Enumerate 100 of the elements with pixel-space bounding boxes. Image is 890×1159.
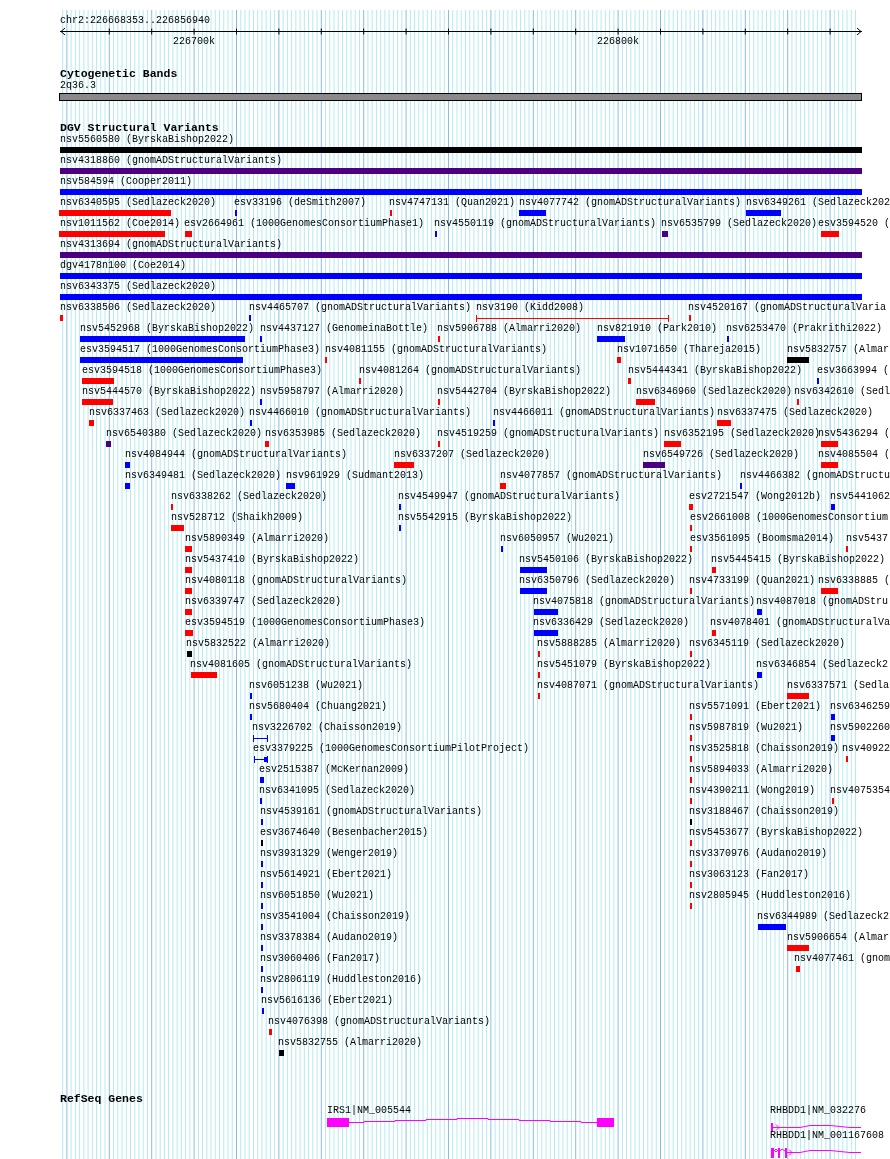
variant-label: nsv4087071 (gnomADStructuralVariants) bbox=[537, 680, 760, 692]
variant-label: nsv4520167 (gnomADStructuralVaria bbox=[688, 302, 887, 314]
gene-label: RHBDD1|NM_001167608 bbox=[770, 1130, 885, 1142]
variant-label: esv2515387 (McKernan2009) bbox=[259, 764, 410, 776]
variant-label: nsv5450106 (ByrskaBishop2022) bbox=[519, 554, 694, 566]
variant-label: nsv4080118 (gnomADStructuralVariants) bbox=[185, 575, 408, 587]
variant-label: nsv4390211 (Wong2019) bbox=[689, 785, 816, 797]
variant-label: nsv6337207 (Sedlazeck2020) bbox=[394, 449, 551, 461]
coordinate-label: chr2:226668353..226856940 bbox=[60, 15, 211, 27]
variant-label: esv3594517 (1000GenomesConsortiumPhase3) bbox=[80, 344, 321, 356]
variant-label: nsv3378384 (Audano2019) bbox=[260, 932, 399, 944]
variant-label: nsv6336429 (Sedlazeck2020) bbox=[533, 617, 690, 629]
variant-label: nsv4313694 (gnomADStructuralVariants) bbox=[60, 239, 283, 251]
variant-label: dgv4178n100 (Coe2014) bbox=[60, 260, 187, 272]
variant-label: esv3594520 ( bbox=[818, 218, 890, 230]
variant-label: esv3561095 (Boomsma2014) bbox=[690, 533, 835, 545]
variant-label: nsv6337571 (Sedla bbox=[787, 680, 890, 692]
variant-label: nsv5614921 (Ebert2021) bbox=[260, 869, 393, 881]
variant-label: nsv5436294 ( bbox=[818, 428, 890, 440]
variant-label: nsv6340595 (Sedlazeck2020) bbox=[60, 197, 217, 209]
variant-label: nsv6345119 (Sedlazeck2020) bbox=[689, 638, 846, 650]
variant-label: nsv4466010 (gnomADStructuralVariants) bbox=[249, 407, 472, 419]
variant-label: esv3663994 ( bbox=[817, 365, 889, 377]
variant-label: nsv5445415 (ByrskaBishop2022) bbox=[711, 554, 886, 566]
variant-label: esv33196 (deSmith2007) bbox=[234, 197, 367, 209]
variant-label: esv3594519 (1000GenomesConsortiumPhase3) bbox=[185, 617, 426, 629]
variant-label: nsv584594 (Cooper2011) bbox=[60, 176, 193, 188]
variant-label: nsv3525818 (Chaisson2019) bbox=[689, 743, 840, 755]
variant-label: nsv4075818 (gnomADStructuralVariants) bbox=[533, 596, 756, 608]
variant-label: nsv4081155 (gnomADStructuralVariants) bbox=[325, 344, 548, 356]
variant-label: nsv528712 (Shaikh2009) bbox=[171, 512, 304, 524]
variant-label: nsv4465707 (gnomADStructuralVariants) bbox=[249, 302, 472, 314]
variant-label: nsv5890349 (Almarri2020) bbox=[185, 533, 330, 545]
variant-label: nsv3931329 (Wenger2019) bbox=[260, 848, 399, 860]
variant-label: nsv821910 (Park2010) bbox=[597, 323, 718, 335]
variant-label: nsv5444570 (ByrskaBishop2022) bbox=[82, 386, 257, 398]
variant-label: nsv5888285 (Almarri2020) bbox=[537, 638, 682, 650]
variant-label: nsv5442704 (ByrskaBishop2022) bbox=[437, 386, 612, 398]
axis-tick-label: 226800k bbox=[597, 36, 639, 48]
variant-label: nsv5832757 (Almar bbox=[787, 344, 890, 356]
variant-label: esv2664961 (1000GenomesConsortiumPhase1) bbox=[184, 218, 425, 230]
variant-label: nsv6353985 (Sedlazeck2020) bbox=[265, 428, 422, 440]
variant-label: nsv3226702 (Chaisson2019) bbox=[252, 722, 403, 734]
variant-label: nsv6339747 (Sedlazeck2020) bbox=[185, 596, 342, 608]
variant-label: nsv3190 (Kidd2008) bbox=[476, 302, 585, 314]
variant-label: nsv6346854 (Sedlazeck2 bbox=[756, 659, 889, 671]
variant-label: nsv4437127 (GenomeinaBottle) bbox=[260, 323, 429, 335]
variant-label: nsv5958797 (Almarri2020) bbox=[260, 386, 405, 398]
variant-label: nsv6337463 (Sedlazeck2020) bbox=[89, 407, 246, 419]
variant-label: nsv961929 (Sudmant2013) bbox=[286, 470, 425, 482]
variant-label: nsv5832755 (Almarri2020) bbox=[278, 1037, 423, 1049]
axis-tick-label: 226700k bbox=[173, 36, 215, 48]
cytoband-label: 2q36.3 bbox=[60, 80, 96, 92]
variant-label: nsv3370976 (Audano2019) bbox=[689, 848, 828, 860]
variant-label: nsv6051850 (Wu2021) bbox=[260, 890, 375, 902]
variant-label: nsv5902260 bbox=[830, 722, 890, 734]
variant-label: nsv6349261 (Sedlazeck202 bbox=[746, 197, 890, 209]
variant-label: nsv6338885 ( bbox=[818, 575, 890, 587]
variant-label: nsv1011562 (Coe2014) bbox=[60, 218, 181, 230]
variant-label: nsv6050957 (Wu2021) bbox=[500, 533, 615, 545]
variant-label: nsv4076398 (gnomADStructuralVariants) bbox=[268, 1016, 491, 1028]
variant-label: nsv6338262 (Sedlazeck2020) bbox=[171, 491, 328, 503]
variant-label: nsv3063123 (Fan2017) bbox=[689, 869, 810, 881]
variant-label: nsv5453677 (ByrskaBishop2022) bbox=[689, 827, 864, 839]
variant-label: nsv5680404 (Chuang2021) bbox=[249, 701, 388, 713]
variant-label: nsv4539161 (gnomADStructuralVariants) bbox=[260, 806, 483, 818]
variant-label: nsv2805945 (Huddleston2016) bbox=[689, 890, 852, 902]
variant-label: esv3379225 (1000GenomesConsortiumPilotProject) bbox=[253, 743, 530, 755]
variant-label: nsv5616136 (Ebert2021) bbox=[261, 995, 394, 1007]
variant-label: nsv4077461 (gnom bbox=[794, 953, 890, 965]
variant-label: nsv4550119 (gnomADStructuralVariants) bbox=[434, 218, 657, 230]
variant-label: nsv4466011 (gnomADStructuralVariants) bbox=[493, 407, 716, 419]
variant-label: nsv5832522 (Almarri2020) bbox=[186, 638, 331, 650]
variant-label: nsv5444341 (ByrskaBishop2022) bbox=[628, 365, 803, 377]
variant-label: nsv4466382 (gnomADStructu bbox=[740, 470, 890, 482]
gene-label: RHBDD1|NM_032276 bbox=[770, 1105, 866, 1117]
variant-label: nsv4519259 (gnomADStructuralVariants) bbox=[437, 428, 660, 440]
variant-label: nsv6535799 (Sedlazeck2020) bbox=[661, 218, 818, 230]
variant-label: nsv5987819 (Wu2021) bbox=[689, 722, 804, 734]
variant-label: nsv4077742 (gnomADStructuralVariants) bbox=[519, 197, 742, 209]
variant-label: nsv4077857 (gnomADStructuralVariants) bbox=[500, 470, 723, 482]
variant-label: nsv3060406 (Fan2017) bbox=[260, 953, 381, 965]
variant-label: nsv6346960 (Sedlazeck2020) bbox=[636, 386, 793, 398]
variant-label: nsv4084944 (gnomADStructuralVariants) bbox=[125, 449, 348, 461]
variant-label: nsv6344989 (Sedlazeck2 bbox=[757, 911, 890, 923]
variant-label: nsv5441062 bbox=[830, 491, 890, 503]
variant-label: esv2661008 (1000GenomesConsortium bbox=[690, 512, 889, 524]
variant-label: nsv5906788 (Almarri2020) bbox=[437, 323, 582, 335]
variant-label: nsv3188467 (Chaisson2019) bbox=[689, 806, 840, 818]
variant-label: nsv5451079 (ByrskaBishop2022) bbox=[537, 659, 712, 671]
variant-label: nsv1071650 (Thareja2015) bbox=[617, 344, 762, 356]
variant-label: nsv4087018 (gnomADStru bbox=[756, 596, 889, 608]
variant-label: nsv4733199 (Quan2021) bbox=[689, 575, 816, 587]
variant-label: nsv6540380 (Sedlazeck2020) bbox=[106, 428, 263, 440]
variant-label: nsv4085504 ( bbox=[818, 449, 890, 461]
variant-label: nsv6337475 (Sedlazeck2020) bbox=[717, 407, 874, 419]
variant-label: nsv3541004 (Chaisson2019) bbox=[260, 911, 411, 923]
variant-label: nsv5542915 (ByrskaBishop2022) bbox=[398, 512, 573, 524]
variant-label: nsv6343375 (Sedlazeck2020) bbox=[60, 281, 217, 293]
track-title: RefSeq Genes bbox=[60, 1092, 143, 1105]
